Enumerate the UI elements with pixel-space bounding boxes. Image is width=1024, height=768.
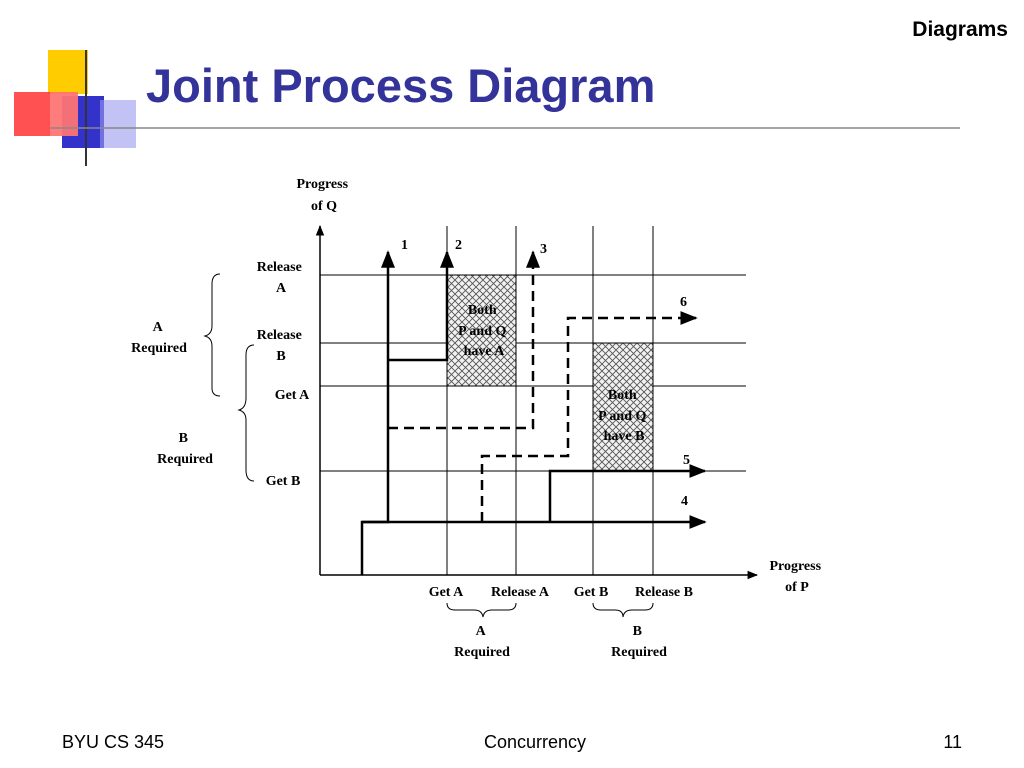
brace-p-b-required — [592, 602, 654, 618]
q-a-required-label: A Required — [131, 320, 187, 356]
path-3 — [388, 250, 540, 430]
path-label-2: 2 — [455, 238, 462, 253]
p-label-release-b: Release B — [635, 585, 693, 600]
brace-p-a-required — [446, 602, 517, 618]
p-label-get-a: Get A — [429, 585, 464, 600]
p-b-required-label: B Required — [611, 624, 667, 660]
q-label-get-a: Get A — [275, 388, 310, 403]
braces — [203, 273, 654, 618]
q-label-release-a: Release A — [257, 260, 306, 296]
footer-page-number: 11 — [943, 732, 962, 752]
brace-q-a-required — [203, 273, 221, 397]
q-label-get-b: Get B — [266, 474, 301, 489]
both-have-b-region — [592, 342, 654, 472]
footer-topic: Concurrency — [484, 732, 587, 752]
both-have-a-region — [446, 274, 517, 387]
path-label-3: 3 — [540, 242, 547, 257]
path-label-4: 4 — [681, 494, 688, 509]
both-have-a-label: Both P and Q have A — [458, 303, 510, 359]
p-label-release-a: Release A — [491, 585, 550, 600]
path-5 — [548, 464, 707, 522]
path-label-5: 5 — [683, 453, 690, 468]
path-6 — [480, 311, 698, 522]
p-label-get-b: Get B — [574, 585, 609, 600]
section-label: Diagrams — [912, 18, 1008, 41]
path-1 — [360, 250, 395, 575]
both-have-b-label: Both P and Q have B — [598, 388, 650, 444]
brace-q-b-required — [237, 344, 255, 482]
p-a-required-label: A Required — [454, 624, 510, 660]
slide-title: Joint Process Diagram — [146, 59, 656, 112]
x-axis-label: Progress of P — [769, 559, 824, 595]
q-label-release-b: Release B — [257, 328, 306, 364]
q-b-required-label: B Required — [157, 431, 213, 467]
y-axis-label: Progress of Q — [296, 177, 351, 214]
path-label-6: 6 — [680, 295, 687, 310]
path-label-1: 1 — [401, 238, 408, 253]
decorative-logo — [14, 50, 960, 166]
footer-course: BYU CS 345 — [62, 732, 165, 752]
path-2 — [388, 250, 454, 362]
